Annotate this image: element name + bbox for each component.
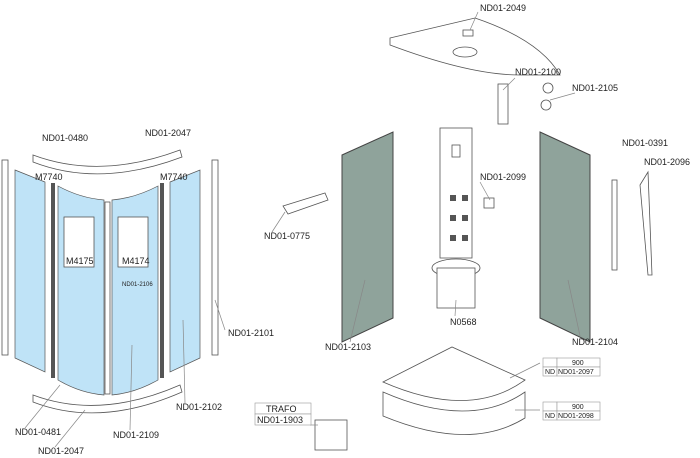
label-panel-left: ND01-2103 [325,342,371,352]
skirt-code: ND01-2098 [558,413,594,420]
label-door-glass: ND01-2109 [113,430,159,440]
label-m7740-right: M7740 [160,172,188,182]
label-m4174: M4174 [122,256,150,266]
hand-shower [639,170,653,276]
leader-lines [24,11,581,448]
label-head: ND01-2105 [572,83,618,93]
tray-prefix: ND [545,369,555,376]
label-bottom-seal: ND01-0481 [15,427,61,437]
label-jet: ND01-2099 [480,172,526,182]
label-panel-right: ND01-2104 [572,337,618,347]
label-handle: ND01-2106 [122,282,153,288]
skirt-size: 900 [572,404,584,411]
trafo-box [314,419,348,451]
label-side-glass: ND01-2102 [176,402,222,412]
slide-rail [611,179,618,271]
trafo-code: ND01-1903 [257,415,303,425]
label-bottom-rail: ND01-2047 [38,446,84,456]
shelf-part [282,192,329,215]
roof-part [389,17,561,76]
skirt-table: 900 ND ND01-2098 [542,401,601,421]
tray-code: ND01-2097 [558,369,594,376]
door-enclosure [1,149,219,414]
tray-size: 900 [572,360,584,367]
label-rail: ND01-0391 [622,138,668,148]
tray-table: 900 ND ND01-2097 [542,357,601,377]
label-top-seal: ND01-0480 [42,133,88,143]
label-light: ND01-2100 [515,67,561,77]
label-top-rail: ND01-2047 [145,128,191,138]
label-m7740-left: M7740 [35,172,63,182]
skirt-prefix: ND [545,413,555,420]
label-side-profile: ND01-2101 [228,328,274,338]
shower-column [431,82,554,309]
back-panel-left [341,131,394,343]
trafo-table: TRAFO ND01-1903 [254,402,312,426]
label-seat: N0568 [450,317,477,327]
label-handshower: ND01-2096 [644,157,690,167]
trafo-title: TRAFO [266,404,297,414]
back-panel-right [539,131,591,343]
label-m4175: M4175 [66,256,94,266]
label-shelf: ND01-0775 [264,231,310,241]
label-roof: ND01-2049 [480,3,526,13]
shower-tray [382,346,526,435]
